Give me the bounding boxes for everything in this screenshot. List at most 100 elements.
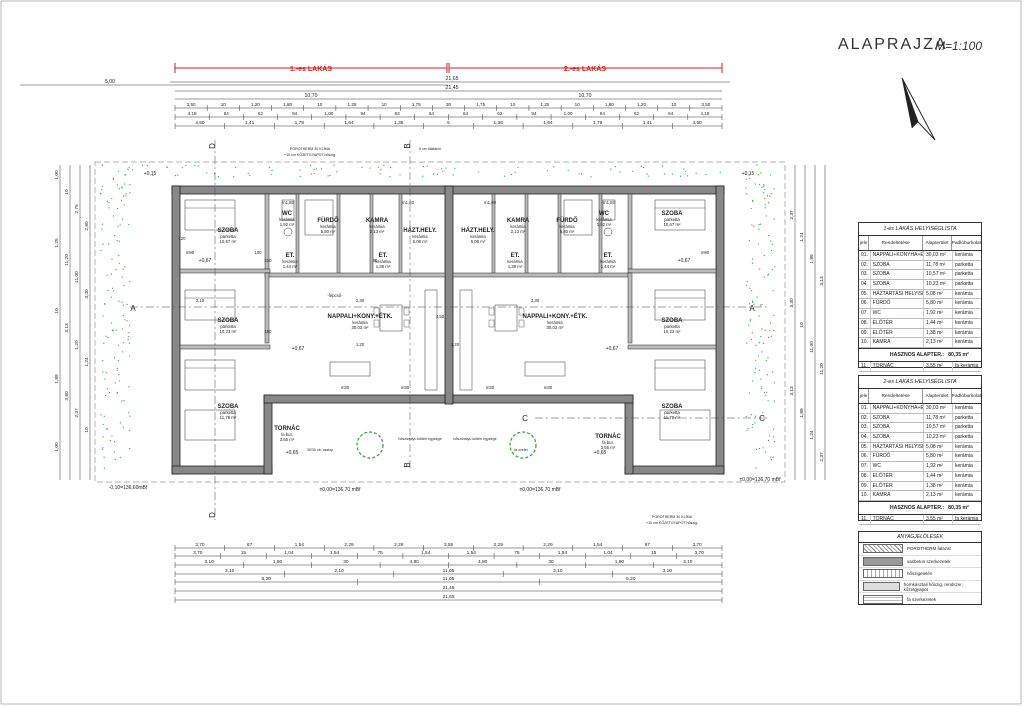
terrain-dot [113, 215, 114, 216]
dimension-label: 64 [668, 111, 674, 116]
cell: KAMRA [871, 338, 924, 347]
dimension-label: 1,25 [541, 102, 550, 107]
table-row: 02.SZOBA11,78 m²parketta [859, 414, 981, 424]
cell: HÁZTARTÁSI HELYISÉG [871, 290, 924, 299]
terrain-dot [108, 243, 109, 244]
level-mark: -0,10=136,60mBf [109, 485, 148, 491]
terrain-dot [110, 440, 111, 441]
dimension-label: 2,29 [394, 542, 404, 548]
partition-wall [337, 194, 340, 274]
terrain-dot [770, 174, 771, 175]
cell: WC [871, 309, 924, 318]
level-mark: +0,15 [742, 171, 755, 177]
room-area: 2,13 m² [511, 229, 526, 234]
terrain-dot [764, 392, 765, 393]
terrain-dot [769, 196, 770, 197]
dimension-label: 4,50 [195, 120, 205, 126]
cell: 1,92 m² [924, 462, 953, 471]
terrain-dot [767, 374, 768, 375]
terrain-dot [767, 357, 768, 358]
terrain-dot [101, 189, 102, 190]
terrain-dot [445, 167, 446, 168]
dimension-label: 4,80 [478, 559, 488, 565]
dimension-label: 3,50 [701, 102, 710, 107]
table-row: 04.SZOBA10,23 m²parketta [859, 280, 981, 290]
terrain-dot [313, 173, 314, 174]
cell: 1,38 m² [924, 482, 953, 491]
dimension-label: 5,20 [626, 576, 636, 582]
exterior-wall [172, 186, 448, 194]
terrain-dot [756, 449, 757, 450]
dimension-label: 11,00 [74, 271, 80, 283]
terrain-dot [117, 392, 118, 393]
terrain-dot [122, 269, 123, 270]
dimension-label: 67 [645, 542, 651, 548]
terrain-dot [116, 269, 117, 270]
dimension-label: 1,41 [643, 120, 653, 126]
annotation: +10 cm KŐZETGYAPOT hőszig. [646, 520, 698, 525]
terrain-dot [121, 302, 122, 303]
table-row: 07.WC1,92 m²kerámia [859, 462, 981, 472]
room-area: 1,38 m² [376, 264, 391, 269]
cell: 3,55 m² [924, 362, 953, 371]
dimension-label: 3,50 [187, 102, 196, 107]
level-mark: +0,65 [286, 450, 299, 456]
terrain-dot [763, 343, 764, 344]
col-header: Rendeltetése [869, 389, 923, 403]
terrain-dot [774, 266, 775, 267]
terrain-dot [581, 173, 582, 174]
dimension-label: 2,37 [74, 408, 80, 418]
total-row: HASZNOS ALAPTER.: 80,35 m² [859, 348, 981, 362]
north-arrow-icon [902, 78, 935, 140]
terrain-dot [113, 179, 114, 180]
terrain-dot [327, 175, 328, 176]
terrain-dot [752, 301, 753, 302]
table-row: 03.SZOBA10,57 m²parketta [859, 270, 981, 280]
terrain-dot [118, 255, 119, 256]
terrain-dot [102, 186, 103, 187]
terrain-dot [769, 330, 770, 331]
table-row: 01.NAPPALI+KONYHA+ÉTKEZŐ30,03 m²kerámia [859, 251, 981, 261]
dimension-label: 1,54 [330, 550, 340, 556]
terrain-dot [756, 297, 757, 298]
terrain-dot [752, 380, 753, 381]
bed [655, 360, 705, 390]
cell: 07. [859, 309, 871, 318]
terrain-dot [122, 328, 123, 329]
room-area: 10,23 m² [220, 329, 238, 334]
dimension-label: m1,80 [484, 200, 497, 205]
dimension-label: 1,20 [251, 102, 260, 107]
room-area: 10,23 m² [664, 329, 682, 334]
terrain-dot [773, 315, 774, 316]
room-area: 5,08 m² [471, 239, 486, 244]
room-area: 5,08 m² [413, 239, 428, 244]
room-area: 3,55 m² [280, 437, 295, 442]
terrain-dot [119, 263, 120, 264]
terrain-dot [399, 174, 400, 175]
dimension-label: 15 [651, 550, 657, 556]
terrain-dot [118, 170, 119, 171]
terrain-dot [764, 198, 765, 199]
level-mark: +0,15 [144, 171, 157, 177]
terrain-dot [750, 320, 751, 321]
cell: ELŐTÉR [871, 319, 924, 328]
annotation: +10 cm KŐZETGYAPOT hőszig. [284, 152, 336, 157]
cell: HÁZTARTÁSI HELYISÉG [871, 443, 924, 452]
terrain-dot [129, 430, 130, 431]
dimension-label: 1,36 [394, 120, 404, 126]
dimension-label: 21,45 [442, 585, 454, 591]
terrain-dot [299, 170, 300, 171]
terrain-dot [107, 201, 108, 202]
bed [185, 290, 235, 320]
dimension-label: 3,55 [444, 542, 454, 548]
dimension-label: 2,10 [334, 568, 344, 574]
dimension-label: 5 [447, 120, 450, 126]
col-header: Alapterület [923, 389, 951, 403]
dimension-label: -lépcső- [327, 293, 343, 298]
dimension-label: 75 [514, 550, 520, 556]
terrain-dot [761, 304, 762, 305]
terrain-dot [116, 330, 117, 331]
annotation: POROTHERM 30 KLÍMA [290, 147, 331, 151]
cell: 04. [859, 433, 871, 442]
cell: ELŐTÉR [871, 482, 924, 491]
